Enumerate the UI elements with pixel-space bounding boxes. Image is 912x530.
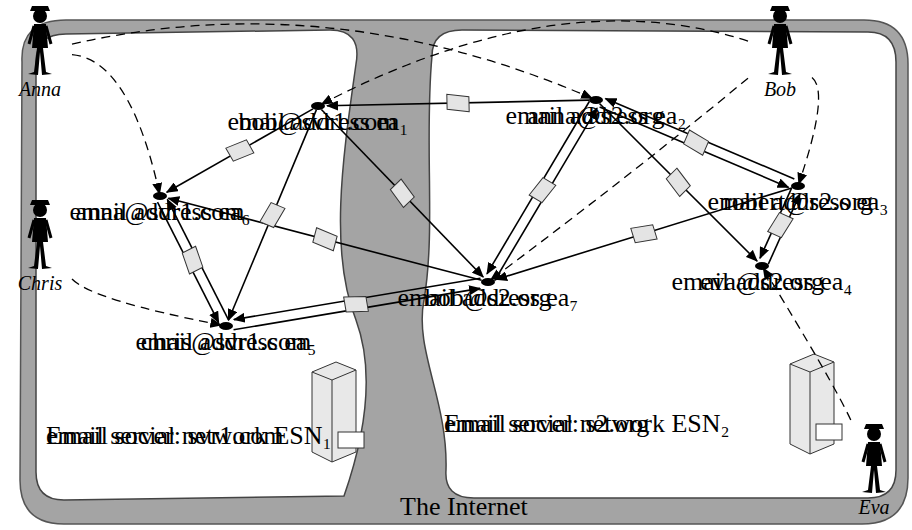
- ownership-connector: [72, 279, 221, 325]
- email-text: bob@svr1.com: [239, 106, 398, 137]
- email-text: anna@s2.org: [528, 100, 665, 131]
- ownership-connector: [72, 24, 592, 99]
- esn2-region: [422, 30, 896, 498]
- envelope-icon: [529, 176, 556, 204]
- envelope-icon: [447, 94, 469, 112]
- person-name: Eva: [842, 496, 906, 519]
- envelope-icon: [682, 130, 709, 155]
- internet-region: [20, 20, 908, 524]
- person-node: Chris: [8, 196, 72, 295]
- ownership-connector: [799, 77, 819, 184]
- envelope-icon: [388, 179, 416, 207]
- person-figure: [8, 2, 72, 78]
- person-figure: [748, 2, 812, 78]
- email-address-node: email address ea₄eva@s2.org: [755, 262, 769, 270]
- person-node: Bob: [748, 2, 812, 101]
- envelope-icon: [312, 228, 338, 251]
- server-name: email server: svr1.com: [46, 420, 284, 451]
- social-network-region: Email social network ESN₁email server: s…: [36, 30, 360, 500]
- envelope-icon: [631, 222, 657, 246]
- person-figure: [8, 196, 72, 272]
- envelope-icon: [180, 246, 206, 274]
- region-title: The Internet: [400, 492, 528, 522]
- person-name: Anna: [8, 78, 72, 101]
- person-node: Anna: [8, 2, 72, 101]
- ownership-connector: [491, 78, 748, 280]
- email-address-node: email address ea₁bob@svr1.com: [311, 102, 325, 110]
- email-address-node: email address ea₆anna@svr1.com: [153, 192, 167, 200]
- server-name: email server: s2.org: [444, 408, 649, 439]
- envelope-icon: [260, 201, 285, 228]
- email-text: eva@s2.org: [700, 266, 824, 297]
- email-address-node: email address ea₅chris@svr1.com: [219, 322, 233, 330]
- ownership-connector: [321, 21, 748, 104]
- ownership-connector: [72, 55, 160, 194]
- email-address-node: email address ea₂anna@s2.org: [589, 96, 603, 104]
- esn1-region: [36, 30, 366, 500]
- person-name: Bob: [748, 78, 812, 101]
- email-text: anna@svr1.com: [75, 196, 244, 227]
- email-text: robert@s2.org: [723, 186, 873, 217]
- server-icon: [790, 354, 842, 454]
- envelope-icon: [344, 293, 369, 314]
- email-text: bob@s2.org: [425, 282, 552, 313]
- person-name: Chris: [8, 272, 72, 295]
- social-network-region: Email social network ESN₂email server: s…: [424, 30, 896, 498]
- email-address-node: email address ea₃robert@s2.org: [791, 182, 805, 190]
- person-figure: [842, 420, 906, 496]
- person-node: Eva: [842, 420, 906, 519]
- email-address-node: email address ea₇bob@s2.org: [481, 278, 495, 286]
- envelope-icon: [226, 137, 254, 164]
- envelope-icon: [664, 168, 692, 196]
- email-text: chris@svr1.com: [141, 326, 312, 357]
- email-connector: [495, 108, 597, 281]
